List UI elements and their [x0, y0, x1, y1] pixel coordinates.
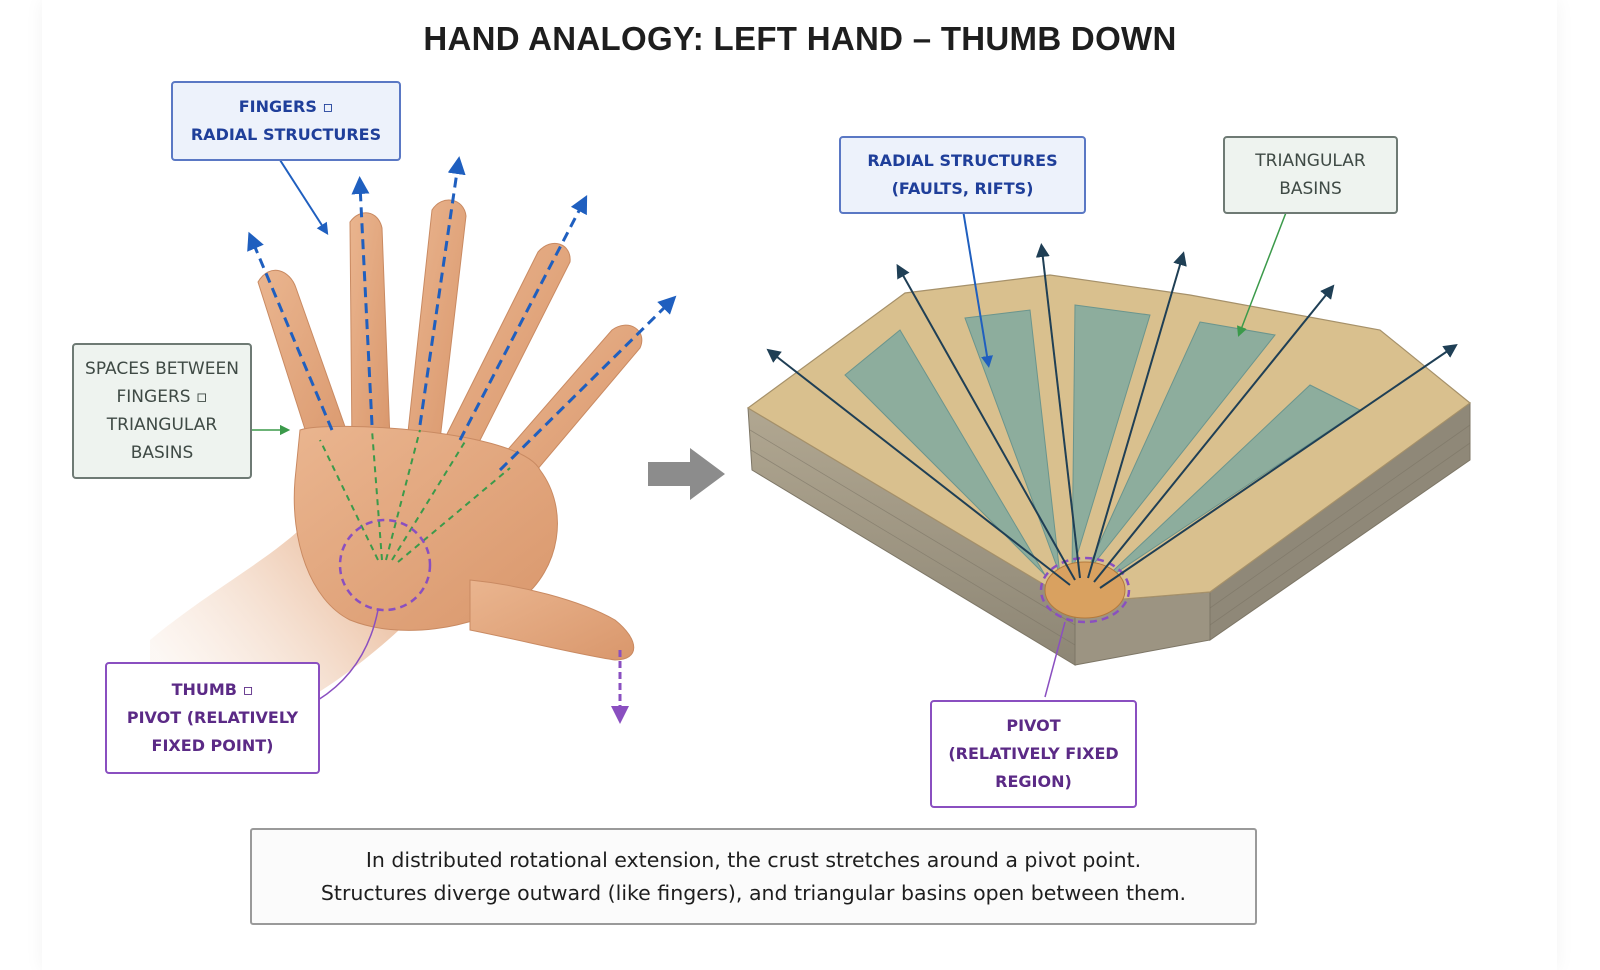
basin-5: [1097, 384, 1361, 586]
basin-2: [964, 309, 1061, 576]
block-pivot-circle: [1039, 556, 1131, 624]
transition-arrow-icon: [648, 448, 725, 500]
pivot-label-pointer: [1044, 621, 1066, 698]
fault-arrow-3: [1035, 243, 1081, 579]
arrow-middle-finger: [418, 156, 466, 426]
caption-box: In distributed rotational extension, the…: [250, 828, 1257, 925]
radial-structures-faults-label: RADIAL STRUCTURES (FAULTS, RIFTS): [839, 136, 1086, 214]
spaces-triangular-basins-label: SPACES BETWEEN FINGERS ▫ TRIANGULAR BASI…: [72, 343, 252, 479]
caption-line-2: Structures diverge outward (like fingers…: [320, 880, 1187, 905]
fault-arrow-1: [766, 348, 1071, 586]
basins-label-pointer: [1236, 209, 1288, 337]
finger-arrows: [247, 156, 677, 472]
crust-block: [746, 243, 1471, 666]
block-pivot-region: [1044, 561, 1126, 619]
thumb-label-pointer: [317, 609, 379, 701]
radial-label-pointer: [962, 209, 993, 368]
basin-lines: [319, 429, 511, 563]
finger-ring: [349, 212, 391, 449]
fault-arrow-6: [1099, 344, 1458, 589]
thumb-pivot-label: THUMB ▫ PIVOT (RELATIVELY FIXED POINT): [105, 662, 320, 774]
fingers-label-pointer: [279, 159, 329, 236]
fault-arrows: [766, 243, 1458, 589]
caption-line-1: In distributed rotational extension, the…: [365, 847, 1142, 872]
triangular-basins-label: TRIANGULAR BASINS: [1223, 136, 1398, 214]
arrow-ring-finger: [351, 176, 374, 426]
thumb: [469, 579, 635, 661]
hand-pivot-circle: [338, 518, 432, 612]
hand-illustration: [150, 156, 677, 726]
page-title: HAND ANALOGY: LEFT HAND – THUMB DOWN: [423, 20, 1177, 57]
arrow-fifth-finger: [498, 295, 677, 472]
finger-middle: [407, 199, 467, 441]
block-pivot-label: PIVOT (RELATIVELY FIXED REGION): [930, 700, 1137, 808]
basin-1: [844, 329, 1046, 576]
fault-arrow-4: [1087, 251, 1187, 579]
triangular-basins: [844, 304, 1361, 586]
fault-arrow-2: [896, 263, 1076, 581]
basin-3: [1071, 304, 1151, 573]
fingers-radial-structures-label: FINGERS ▫ RADIAL STRUCTURES: [171, 81, 401, 161]
arrow-index-finger: [458, 195, 588, 441]
fault-arrow-5: [1093, 284, 1335, 583]
arrow-little-finger: [247, 231, 334, 431]
